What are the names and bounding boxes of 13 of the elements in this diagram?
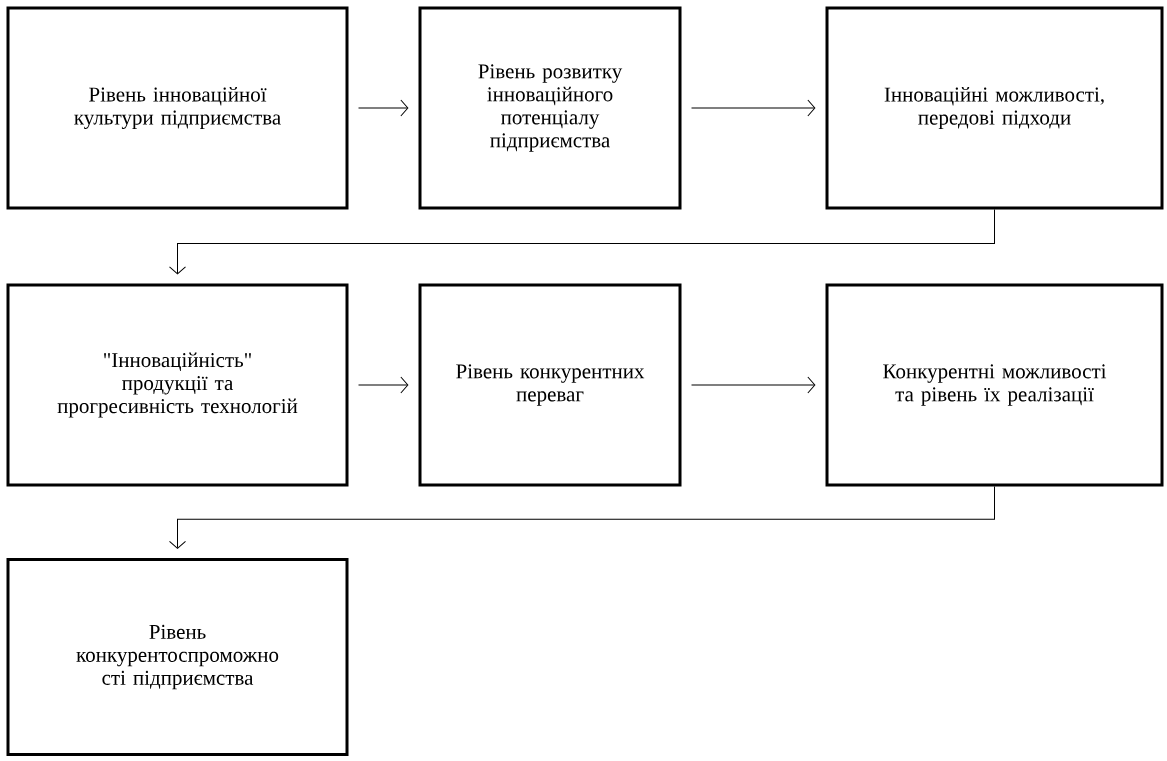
arrow	[691, 376, 816, 394]
arrow	[358, 99, 409, 117]
process-box: Конкурентні можливості та рівень їх реалізації	[825, 283, 1164, 487]
process-box: Інноваційні можливості, передові підходи	[825, 6, 1164, 210]
process-box: Рівень конкурентних переваг	[418, 283, 682, 487]
arrow	[169, 209, 995, 275]
process-box: Рівень інноваційної культури підприємства	[6, 6, 349, 210]
arrow	[169, 486, 995, 549]
process-box: "Інноваційність" продукції та прогресивність технологій	[6, 283, 349, 487]
arrow	[358, 376, 409, 394]
arrow	[691, 99, 816, 117]
process-box: Рівень розвитку інноваційного потенціалу підприємства	[418, 6, 682, 210]
process-box: Рівень конкурентоспроможно сті підприємства	[6, 558, 349, 756]
